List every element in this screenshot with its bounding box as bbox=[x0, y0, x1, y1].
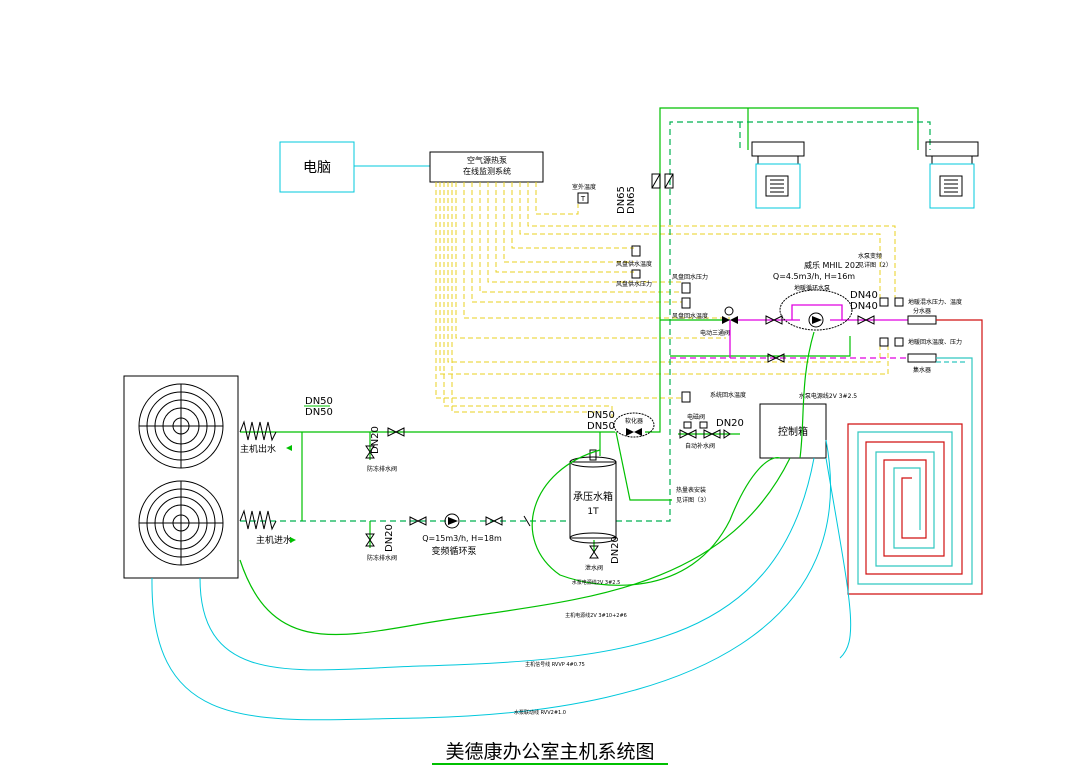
monitor-title: 空气源热泵 bbox=[467, 155, 507, 165]
svg-text:见详图（2）: 见详图（2） bbox=[858, 261, 892, 269]
wilo-name: 地暖循环水泵 bbox=[794, 284, 830, 292]
svg-text:分水器: 分水器 bbox=[913, 307, 931, 315]
computer-box: 电脑 bbox=[279, 141, 355, 193]
cable-pump-power: 水泵电源线2V 3#2.5 bbox=[572, 579, 621, 586]
fan-icon-top bbox=[138, 383, 224, 469]
svg-text:软化器: 软化器 bbox=[625, 417, 643, 425]
heat-pump-host bbox=[123, 375, 239, 579]
svg-text:DN50: DN50 bbox=[587, 410, 615, 421]
pressure-tank: 承压水箱 1T bbox=[569, 449, 617, 544]
cable-pump-power-top: 水泵电源线2V 3#2.5 bbox=[799, 392, 857, 400]
svg-text:电磁阀: 电磁阀 bbox=[687, 413, 705, 421]
svg-text:电动三通阀: 电动三通阀 bbox=[700, 329, 730, 337]
flex-hose-out bbox=[239, 420, 277, 442]
svg-text:DN20: DN20 bbox=[370, 426, 381, 454]
fan-icon-bottom bbox=[138, 480, 224, 566]
pump-spec: Q=15m3/h, H=18m bbox=[422, 534, 502, 543]
tank-drain: DN20 泄水阀 bbox=[585, 536, 621, 572]
svg-text:自动补水阀: 自动补水阀 bbox=[685, 442, 715, 450]
svg-text:水泵变频: 水泵变频 bbox=[858, 252, 882, 260]
drain-valve-in: DN20 防冻排水阀 bbox=[365, 521, 397, 562]
svg-text:地暖回水温度、压力: 地暖回水温度、压力 bbox=[908, 338, 962, 346]
svg-text:风盘回水温度: 风盘回水温度 bbox=[672, 312, 708, 320]
floor-supply-sensors: 地暖混水压力、温度 bbox=[879, 297, 962, 307]
svg-text:泄水阀: 泄水阀 bbox=[585, 564, 603, 572]
svg-text:承压水箱: 承压水箱 bbox=[573, 490, 613, 503]
fan-coil-unit-2 bbox=[925, 141, 979, 209]
svg-text:风盘供水温度: 风盘供水温度 bbox=[616, 260, 652, 268]
cable-host-power: 主机电源线2V 3#10+2#6 bbox=[565, 612, 627, 619]
cables bbox=[151, 331, 852, 721]
svg-text:DN20: DN20 bbox=[384, 524, 395, 552]
control-box: 控制箱 bbox=[759, 403, 827, 459]
svg-text:DN40: DN40 bbox=[850, 290, 878, 301]
floor-valves bbox=[765, 315, 875, 363]
flow-meter-note: 热量表安装 见详图（3） bbox=[676, 486, 710, 504]
svg-text:地暖混水压力、温度: 地暖混水压力、温度 bbox=[908, 298, 962, 306]
svg-text:DN50: DN50 bbox=[587, 421, 615, 432]
svg-text:系统回水温度: 系统回水温度 bbox=[710, 391, 746, 399]
svg-text:控制箱: 控制箱 bbox=[778, 425, 808, 438]
svg-text:DN50: DN50 bbox=[305, 407, 333, 418]
water-install-note: 水泵变频 见详图（2） bbox=[858, 252, 892, 269]
drain-valve-out: DN20 防冻排水阀 bbox=[365, 426, 397, 473]
outdoor-temp-label: 室外温度 bbox=[572, 183, 596, 191]
softener: 软化器 bbox=[613, 412, 655, 438]
fan-return-press-sensor: 风盘回水压力 bbox=[672, 273, 708, 294]
computer-label: 电脑 bbox=[303, 160, 331, 176]
wilo-spec: Q=4.5m3/h, H=16m bbox=[773, 272, 855, 281]
dn65-label-b: DN65 bbox=[626, 186, 637, 214]
check-valves-dn65 bbox=[651, 173, 674, 189]
floor-pump-cloud bbox=[779, 289, 853, 331]
dn40-labels: DN40 DN40 bbox=[850, 290, 878, 312]
svg-text:防冻排水阀: 防冻排水阀 bbox=[367, 554, 397, 562]
svg-text:防冻排水阀: 防冻排水阀 bbox=[367, 465, 397, 473]
supply-valve bbox=[387, 427, 405, 437]
fan-return-temp-sensor: 风盘回水温度 bbox=[672, 297, 708, 320]
system-return-temp-sensor: 系统回水温度 bbox=[681, 391, 746, 403]
svg-text:见详图（3）: 见详图（3） bbox=[676, 496, 710, 504]
three-way-valve: 电动三通阀 bbox=[700, 306, 738, 337]
floor-heating-coil bbox=[847, 319, 983, 595]
svg-text:T: T bbox=[580, 195, 586, 203]
svg-text:热量表安装: 热量表安装 bbox=[676, 486, 706, 494]
signal-wires bbox=[435, 182, 896, 418]
svg-text:1T: 1T bbox=[587, 507, 599, 517]
svg-text:DN20: DN20 bbox=[610, 536, 621, 564]
flex-hose-in bbox=[239, 509, 277, 531]
dn65-label-a: DN65 bbox=[616, 186, 627, 214]
fan-supply-press-sensor: 风盘供水压力 bbox=[616, 269, 652, 288]
cable-host-signal: 主机信号线 RVVP 4#0.75 bbox=[525, 661, 585, 668]
host-out-label: 主机出水 bbox=[240, 443, 276, 455]
wilo-model: 威乐 MHIL 202 bbox=[804, 260, 860, 270]
svg-text:风盘回水压力: 风盘回水压力 bbox=[672, 273, 708, 281]
svg-text:DN20: DN20 bbox=[716, 418, 744, 429]
floor-heating-piping bbox=[670, 304, 908, 359]
dn50-tank-labels: DN50 DN50 bbox=[587, 410, 615, 432]
makeup-water: 电磁阀 自动补水阀 DN20 bbox=[678, 413, 744, 450]
monitoring-system-box: 空气源热泵 在线监测系统 bbox=[429, 151, 544, 183]
svg-text:风盘供水压力: 风盘供水压力 bbox=[616, 280, 652, 288]
main-pipes bbox=[240, 107, 931, 552]
host-in-label: 主机进水 bbox=[256, 534, 292, 546]
pump-name: 变频循环泵 bbox=[431, 545, 476, 557]
fan-coil-unit-1 bbox=[751, 141, 805, 209]
monitor-subtitle: 在线监测系统 bbox=[463, 166, 511, 176]
svg-text:集水器: 集水器 bbox=[913, 366, 931, 374]
cable-pump-link: 水泵联动线 RVV2#1.0 bbox=[514, 709, 566, 716]
manifold-return: 集水器 bbox=[907, 353, 937, 374]
fan-supply-temp-sensor: 风盘供水温度 bbox=[616, 245, 652, 268]
svg-text:DN50: DN50 bbox=[305, 396, 333, 407]
floor-return-sensors: 地暖回水温度、压力 bbox=[879, 337, 962, 347]
circulation-pump bbox=[409, 513, 531, 529]
svg-text:DN40: DN40 bbox=[850, 301, 878, 312]
dn50-out-labels: DN50 DN50 bbox=[304, 396, 333, 418]
diagram-title: 美德康办公室主机系统图 bbox=[445, 741, 654, 763]
manifold-supply: 分水器 bbox=[907, 307, 937, 325]
outdoor-temp-sensor: T 室外温度 bbox=[572, 183, 596, 204]
